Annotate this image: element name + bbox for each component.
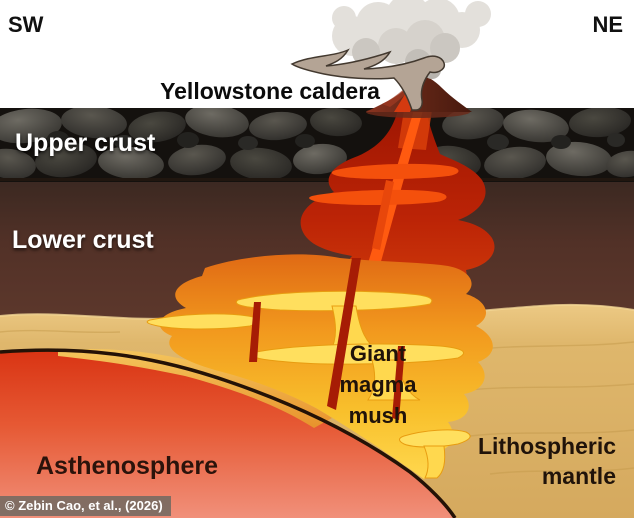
- credit-badge: © Zebin Cao, et al., (2026): [0, 496, 171, 516]
- rock-stone: [61, 108, 127, 139]
- asthenosphere-boundary-line: [0, 348, 457, 518]
- asthenosphere-label: Asthenosphere: [36, 452, 218, 480]
- mantle-label-line2: mantle: [541, 463, 616, 489]
- rock-stone: [295, 134, 315, 148]
- upper-crust-layer: [0, 108, 634, 182]
- mush-label-line1: Giant: [349, 341, 407, 366]
- rock-stone: [487, 134, 509, 150]
- lithospheric-mantle-label: Lithospheric mantle: [478, 431, 616, 491]
- mush-dikes: [249, 258, 405, 420]
- caldera-label: Yellowstone caldera: [160, 78, 380, 104]
- smoke-puff: [465, 1, 491, 27]
- rock-stone: [238, 136, 258, 150]
- mantle-texture-line: [489, 467, 634, 475]
- dike: [392, 346, 405, 420]
- rock-stone: [503, 109, 569, 143]
- dike: [249, 302, 261, 362]
- rock-stone: [546, 141, 612, 177]
- smoke-puff: [430, 33, 460, 63]
- dike-branch: [372, 180, 394, 250]
- rock-stone: [569, 108, 631, 138]
- rock-stone: [249, 111, 307, 141]
- rock-stone: [484, 146, 546, 180]
- magma-flank-band: [58, 349, 332, 428]
- ash-cloud: [290, 48, 446, 111]
- compass-ne-label: NE: [592, 12, 623, 37]
- rock-stone: [606, 150, 634, 178]
- mantle-texture-line: [469, 429, 634, 437]
- rock-stone: [128, 111, 186, 143]
- compass-sw-label: SW: [8, 12, 44, 37]
- asthenosphere-layer: [0, 350, 456, 518]
- rock-stone: [47, 131, 69, 147]
- sill: [331, 163, 459, 179]
- upper-crust-label: Upper crust: [15, 129, 156, 157]
- sill: [252, 343, 464, 365]
- rock-stone: [98, 146, 164, 180]
- crust-boundary-line: [0, 178, 634, 181]
- sill: [399, 429, 471, 448]
- hot-dikes-and-sills: [309, 110, 459, 294]
- rock-stone: [230, 147, 292, 181]
- lower-crust-label: Lower crust: [12, 226, 154, 254]
- rock-stone: [168, 144, 226, 176]
- rock-stone: [177, 132, 199, 148]
- sill: [309, 189, 447, 205]
- rock-stone: [293, 143, 347, 175]
- rock-stone: [35, 142, 97, 178]
- rock-stone: [607, 133, 625, 147]
- rock-stone: [551, 135, 571, 149]
- sill: [146, 313, 260, 330]
- rock-stone: [114, 135, 134, 149]
- mantle-texture-line: [0, 329, 121, 334]
- sill: [235, 290, 433, 312]
- mush-label-line2: magma: [339, 372, 417, 397]
- rock-stone: [0, 108, 62, 144]
- sill-stem: [423, 445, 446, 479]
- rock-stone: [185, 108, 249, 138]
- giant-magma-mush-body: [159, 254, 493, 479]
- dike: [327, 258, 361, 410]
- cobblestones: [0, 108, 634, 181]
- smoke-puff: [332, 6, 356, 30]
- rock-stone: [0, 148, 36, 180]
- mush-label-line3: mush: [348, 403, 408, 428]
- giant-magma-mush-label: Giant magma mush: [303, 338, 453, 431]
- mantle-label-line1: Lithospheric: [477, 433, 616, 459]
- rock-stone: [310, 108, 362, 137]
